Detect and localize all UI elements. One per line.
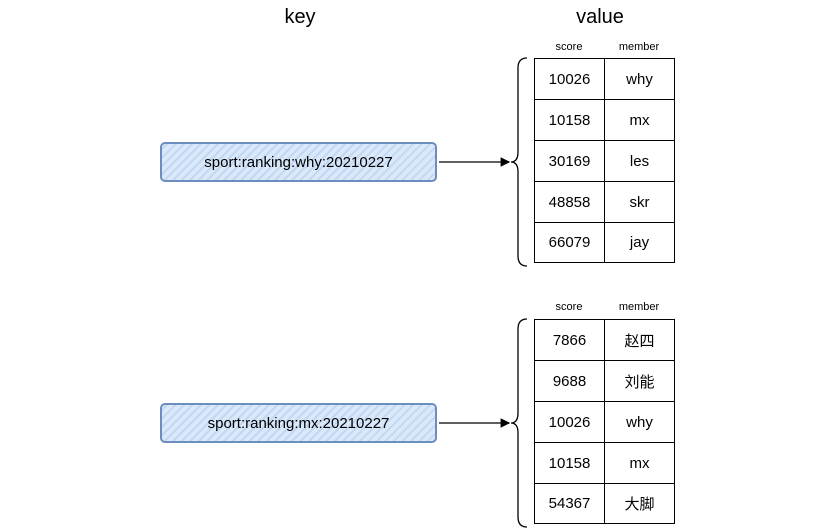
score-cell: 48858 — [535, 182, 605, 222]
member-column-header-1: member — [618, 41, 660, 53]
value-heading: value — [576, 6, 624, 28]
score-cell: 10026 — [535, 402, 605, 442]
table-row: 9688 刘能 — [534, 360, 675, 401]
key-box-2: sport:ranking:mx:20210227 — [160, 403, 437, 443]
score-cell: 7866 — [535, 320, 605, 360]
score-cell: 9688 — [535, 361, 605, 401]
score-column-header-2: score — [555, 301, 583, 313]
score-column-header-1: score — [555, 41, 583, 53]
key-label-1: sport:ranking:why:20210227 — [204, 153, 393, 171]
score-cell: 10026 — [535, 59, 605, 99]
member-cell: jay — [629, 234, 650, 251]
sorted-set-table-1: 10026 why 10158 mx 30169 les 48858 skr 6… — [534, 58, 675, 263]
member-cell: 赵四 — [624, 332, 655, 350]
table-row: 66079 jay — [534, 222, 675, 263]
score-cell: 30169 — [535, 141, 605, 181]
member-cell: 刘能 — [624, 373, 655, 391]
table-row: 7866 赵四 — [534, 319, 675, 360]
table-row: 48858 skr — [534, 181, 675, 222]
key-box-1: sport:ranking:why:20210227 — [160, 142, 437, 182]
member-cell: mx — [629, 111, 650, 129]
table-row: 10026 why — [534, 401, 675, 442]
table-row: 54367 大脚 — [534, 483, 675, 524]
score-cell: 10158 — [535, 443, 605, 483]
table-row: 30169 les — [534, 140, 675, 181]
member-cell: 大脚 — [624, 496, 655, 513]
member-cell: les — [629, 152, 650, 170]
score-cell: 54367 — [535, 484, 605, 523]
member-cell: why — [626, 70, 653, 88]
key-label-2: sport:ranking:mx:20210227 — [207, 414, 390, 432]
key-heading: key — [284, 6, 316, 28]
member-cell: mx — [629, 454, 650, 472]
brace-2 — [510, 318, 528, 528]
member-column-header-2: member — [618, 301, 660, 313]
member-cell: skr — [629, 193, 650, 211]
table-row: 10158 mx — [534, 99, 675, 140]
score-cell: 10158 — [535, 100, 605, 140]
table-row: 10158 mx — [534, 442, 675, 483]
sorted-set-table-2: 7866 赵四 9688 刘能 10026 why 10158 mx 54367… — [534, 319, 675, 524]
score-cell: 66079 — [535, 223, 605, 262]
member-cell: why — [626, 413, 653, 431]
table-row: 10026 why — [534, 58, 675, 99]
brace-1 — [510, 57, 528, 267]
